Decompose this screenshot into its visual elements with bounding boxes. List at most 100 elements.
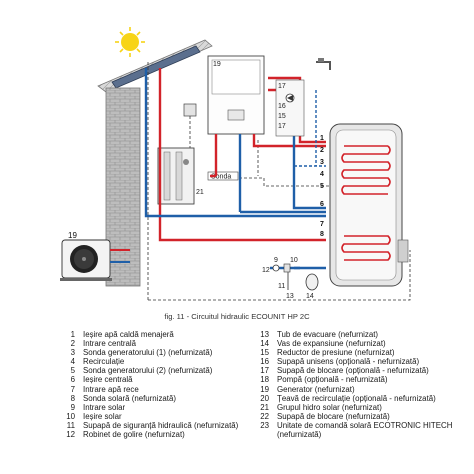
house-wall — [105, 87, 141, 287]
tank-label-7: 7 — [320, 221, 324, 228]
legend-item: 8 Sonda solară (nefurnizată) — [60, 394, 250, 403]
tank-label-2: 2 — [320, 147, 324, 154]
legend-item: 10 Ieșire solar — [60, 412, 250, 421]
legend-item: 4 Recirculație — [60, 357, 250, 366]
legend-item: 9 Intrare solar — [60, 403, 250, 412]
legend-text: Sonda generatorului (2) (nefurnizată) — [83, 366, 213, 376]
legend-number: 10 — [66, 411, 75, 421]
legend-number: 6 — [70, 375, 75, 385]
legend-item: 2 Intrare centrală — [60, 339, 250, 348]
heat-pump-number: 19 — [68, 231, 77, 240]
sensor-box: Sonda — [207, 171, 239, 181]
legend-number: 15 — [260, 348, 269, 358]
tank-label-8: 8 — [320, 231, 324, 238]
legend-number: 13 — [260, 330, 269, 339]
legend-text: Ieșire centrală — [83, 375, 133, 385]
solar-panel — [111, 45, 201, 89]
legend-number: 18 — [260, 375, 269, 385]
legend-number: 23 — [260, 420, 269, 430]
legend-text: Sonda solară (nefurnizată) — [83, 393, 176, 403]
legend-item: 16 Supapă unisens (opțională - nefurnizat… — [254, 357, 470, 366]
tank-label-6: 6 — [320, 201, 324, 208]
legend-number: 20 — [260, 393, 269, 403]
bottom-fittings: 12 9 10 11 13 14 — [262, 257, 319, 300]
hydraulic-circuit-diagram: 19 21 Sonda — [60, 27, 411, 301]
legend-number: 2 — [70, 339, 75, 349]
tank-label-1: 1 — [320, 135, 324, 142]
legend-number: 14 — [260, 339, 269, 349]
heat-pump-pipes — [110, 249, 130, 263]
legend-text: Generator (nefurnizat) — [277, 384, 355, 394]
stack-label-1: 17 — [278, 83, 286, 90]
recirculation-pipes — [294, 90, 326, 167]
legend-text: Sonda generatorului (1) (nefurnizată) — [83, 348, 213, 358]
legend-text: Unitate de comandă solară ECOTRONIC HITE… — [277, 420, 453, 440]
sun-icon — [115, 27, 145, 57]
valve-stack: 17 16 15 17 — [275, 79, 305, 137]
legend-text: Supapă de blocare (opțională - nefurniza… — [277, 366, 429, 376]
legend-text: Vas de expansiune (nefurnizat) — [277, 339, 386, 349]
tank-label-3: 3 — [320, 159, 324, 166]
legend-number: 4 — [70, 357, 75, 367]
legend-item: 14 Vas de expansiune (nefurnizat) — [254, 339, 470, 348]
tank-label-4: 4 — [320, 171, 324, 178]
sensor-label: Sonda — [211, 174, 231, 181]
legend-number: 9 — [70, 402, 75, 412]
tank-connection-labels: 1 2 3 4 5 6 7 8 — [320, 135, 324, 238]
legend-number: 22 — [260, 411, 269, 421]
legend-right-column: 13 Tub de evacuare (nefurnizat) 14 Vas de … — [254, 330, 470, 439]
bottom-label-9: 9 — [274, 257, 278, 264]
legend-text: Recirculație — [83, 357, 125, 367]
legend-number: 16 — [260, 357, 269, 367]
tank-label-5: 5 — [320, 183, 324, 190]
solar-hydro-group: 21 — [157, 147, 204, 205]
legend-text: Reductor de presiune (nefurnizat) — [277, 348, 395, 358]
bottom-label-10: 10 — [290, 257, 298, 264]
bottom-label-11: 11 — [278, 283, 285, 290]
solar-group-number: 21 — [196, 189, 204, 196]
stack-label-2: 16 — [278, 103, 286, 110]
legend-text: Supapă de siguranță hidraulică (nefurniz… — [83, 420, 239, 430]
legend-item: 23 Unitate de comandă solară ECOTRONIC HI… — [254, 421, 470, 439]
legend-number: 5 — [70, 366, 75, 376]
legend-text: Robinet de golire (nefurnizat) — [83, 430, 185, 440]
legend-text: Țeavă de recirculație (opțională - nefur… — [277, 393, 436, 403]
legend-number: 12 — [66, 430, 75, 440]
legend-item: 12 Robinet de golire (nefurnizat) — [60, 430, 250, 439]
legend-item: 17 Supapă de blocare (opțională - nefurni… — [254, 366, 470, 375]
legend-text: Intrare centrală — [83, 339, 137, 349]
legend-text: Intrare solar — [83, 402, 126, 412]
bottom-label-13: 13 — [286, 293, 294, 300]
legend-text: Grupul hidro solar (nefurnizat) — [277, 402, 382, 412]
heat-pump-unit: 19 — [60, 231, 112, 281]
stack-label-4: 17 — [278, 123, 286, 130]
stack-label-3: 15 — [278, 113, 286, 120]
legend-number: 8 — [70, 393, 75, 403]
solar-controller — [183, 103, 197, 117]
legend-text: Tub de evacuare (nefurnizat) — [277, 330, 379, 339]
legend-number: 7 — [70, 384, 75, 394]
legend-text: Supapă unisens (opțională - nefurnizată) — [277, 357, 420, 367]
boiler-number: 19 — [213, 61, 221, 68]
storage-tank — [329, 123, 409, 287]
legend-text: Ieșire solar — [83, 411, 122, 421]
legend-number: 1 — [70, 330, 75, 339]
legend-number: 21 — [260, 402, 269, 412]
legend-text: Supapă de blocare (nefurnizată) — [277, 411, 390, 421]
legend-item: 13 Tub de evacuare (nefurnizat) — [254, 330, 470, 339]
legend-item: 5 Sonda generatorului (2) (nefurnizată) — [60, 366, 250, 375]
legend-item: 21 Grupul hidro solar (nefurnizat) — [254, 403, 470, 412]
figure-caption: fig. 11 - Circuitul hidraulic ECOUNIT HP… — [164, 312, 310, 321]
legend-number: 11 — [66, 420, 75, 430]
wall-boiler: 19 — [207, 55, 265, 135]
legend-item: 11 Supapă de siguranță hidraulică (nefurn… — [60, 421, 250, 430]
legend-item: 6 Ieșire centrală — [60, 375, 250, 384]
legend-number: 17 — [260, 366, 269, 376]
